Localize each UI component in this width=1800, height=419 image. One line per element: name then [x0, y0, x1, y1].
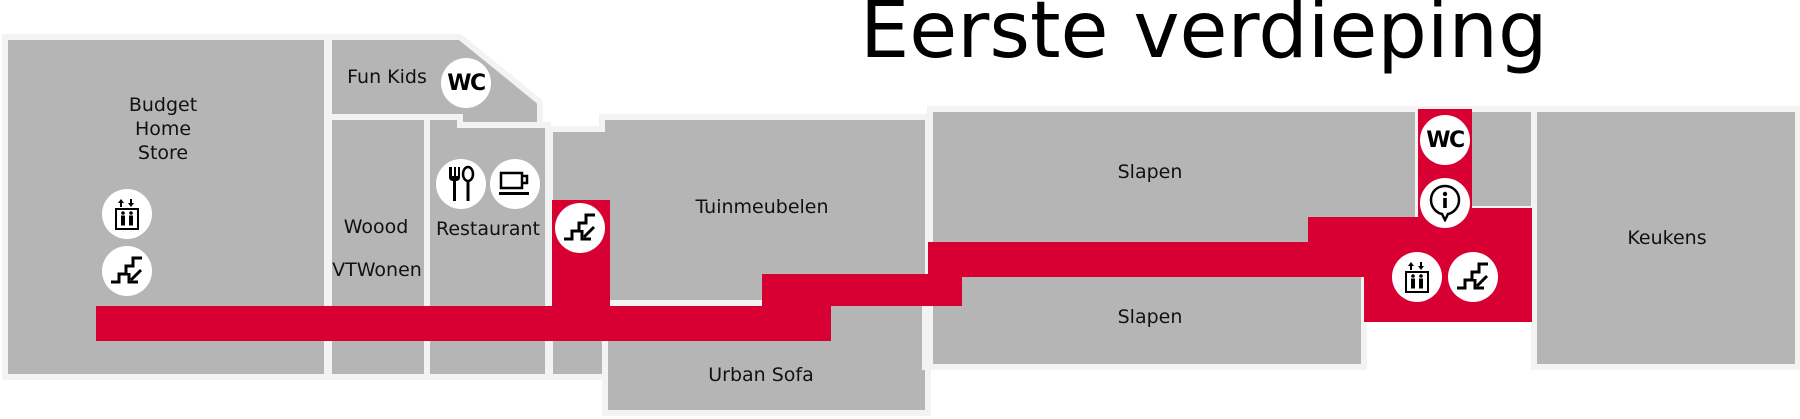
room-label-slapen-top: Slapen — [1117, 161, 1183, 183]
room-keukens[interactable] — [1531, 106, 1800, 370]
wc-label: WC — [447, 70, 486, 96]
info-icon[interactable] — [1420, 178, 1470, 228]
cutlery-icon[interactable] — [436, 159, 486, 209]
room-label-vtwonen: VTWonen — [332, 259, 422, 281]
stairs-down-icon[interactable] — [102, 246, 152, 296]
room-label-keukens: Keukens — [1627, 227, 1707, 249]
room-label-urban-sofa: Urban Sofa — [708, 364, 814, 386]
room-label-fun-kids: Fun Kids — [347, 66, 427, 88]
elevator-icon[interactable] — [102, 189, 152, 239]
room-label-tuinmeubelen: Tuinmeubelen — [695, 196, 829, 218]
room-label-slapen-bottom: Slapen — [1117, 306, 1183, 328]
elevator-icon[interactable] — [1392, 252, 1442, 302]
coffee-cup-icon[interactable] — [490, 159, 540, 209]
wc-label: WC — [1426, 127, 1465, 153]
floor-title: Eerste verdieping — [860, 0, 1548, 76]
room-label-restaurant: Restaurant — [435, 218, 541, 240]
stairs-down-icon[interactable] — [1448, 252, 1498, 302]
label-line: Store — [137, 142, 189, 164]
stairs-down-icon[interactable] — [555, 203, 605, 253]
room-label-budget-home-store: Budget Home Store — [129, 93, 197, 165]
wc-icon[interactable]: WC — [441, 58, 491, 108]
main-corridor — [96, 109, 1532, 341]
room-label-woood: Woood — [343, 216, 409, 238]
wc-icon[interactable]: WC — [1420, 115, 1470, 165]
label-line: Budget — [128, 94, 198, 116]
label-line: Home — [134, 118, 192, 140]
